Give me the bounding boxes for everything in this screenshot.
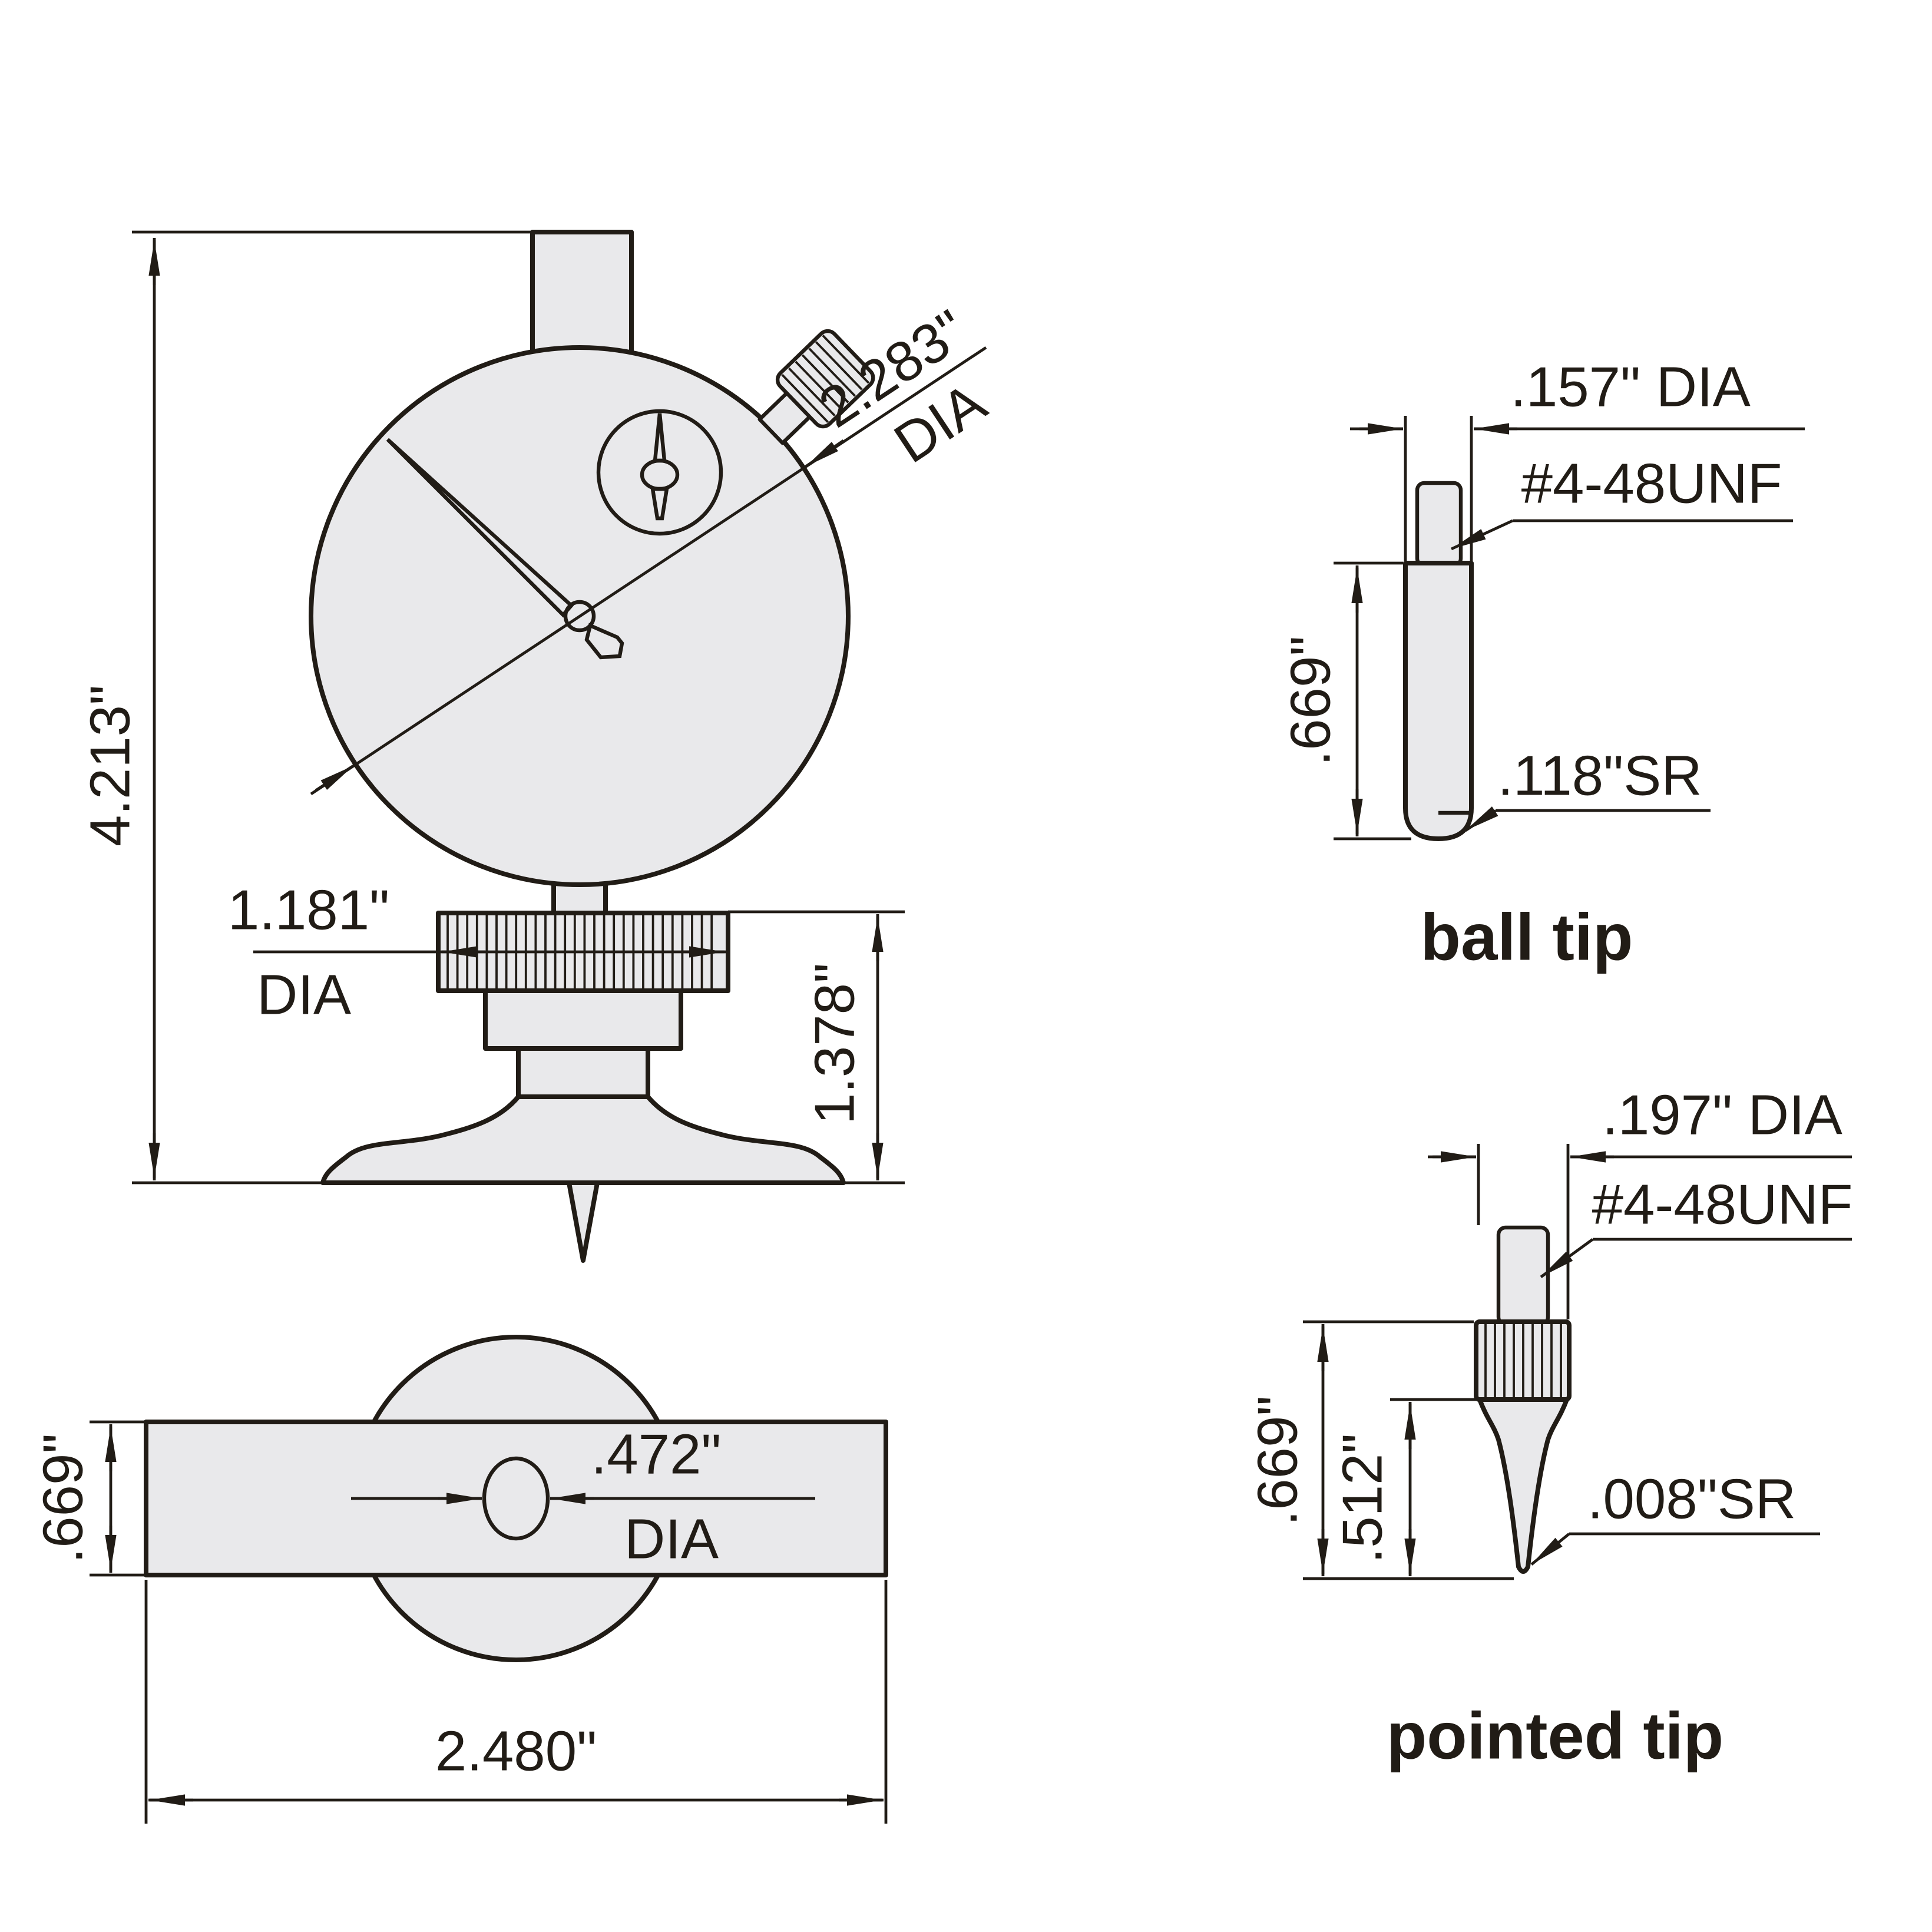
bezel-clamp-knob (757, 329, 875, 445)
clamp-diameter-unit-label: DIA (257, 963, 351, 1026)
ball-tip-thread-value: #4-48UNF (1521, 452, 1782, 515)
ball-radius-leader-arrow (1464, 806, 1498, 832)
ball-tip-body (1403, 561, 1474, 841)
point-radius-callout: .008"SR (1530, 1467, 1820, 1566)
pointed-tip-thread-callout: #4-48UNF (1540, 1173, 1853, 1278)
ball-tip-length-dimension: .669" (1279, 561, 1411, 841)
needle-hub (563, 600, 596, 633)
point-length-dimension: .512" (1331, 1398, 1482, 1576)
needle-counterweight (584, 623, 624, 660)
pointed-tip-diameter-dimension: .197" DIA (1428, 1083, 1852, 1319)
overall-height-value: 4.213" (78, 685, 141, 846)
point-radius-leader-arrow (1530, 1533, 1570, 1566)
ball-tip-label: ball tip (1421, 901, 1633, 974)
pointed-thread-leader-arrow (1540, 1238, 1594, 1278)
pointed-tip-diameter-value: .197" DIA (1602, 1083, 1842, 1146)
dial-diameter-arrow-upper (805, 439, 845, 468)
pointed-tip-detail: .197" DIA #4-48UNF .669" .512" .008 (1246, 1083, 1852, 1772)
ball-tip-length-value: .669" (1279, 636, 1342, 766)
sub-dial-ring (596, 409, 723, 536)
overall-height-dimension: 4.213" (78, 230, 537, 1185)
ball-radius-value: .118"SR (1497, 744, 1702, 807)
knob-knurling (781, 335, 870, 424)
gauge-base (320, 1094, 846, 1185)
base-width-value: .669" (31, 1434, 94, 1564)
pointed-tip-knurled-collar (1474, 1319, 1572, 1402)
base-length-dimension: 2.480" (144, 1580, 888, 1824)
column-lower-block (516, 1046, 650, 1099)
pointed-tip-cone (1477, 1397, 1569, 1574)
base-height-value: 1.378" (803, 963, 866, 1124)
base-height-dimension: 1.378" (728, 910, 905, 1185)
revolution-counter-dial (596, 409, 723, 536)
pointed-tip-length-dimension: .669" (1246, 1320, 1514, 1580)
ball-tip-detail: .157" DIA #4-48UNF .669" .118"SR ball ti… (1279, 355, 1805, 974)
ball-tip-diameter-value: .157" DIA (1510, 355, 1751, 418)
hole-diameter-unit-label: DIA (624, 1507, 719, 1570)
collar-knurling (1484, 1324, 1562, 1397)
ball-tip-thread-callout: #4-48UNF (1450, 452, 1793, 551)
hole-diameter-dimension: .472" DIA (351, 1422, 815, 1570)
dial-diameter-line (310, 346, 987, 796)
point-radius-value: .008"SR (1587, 1467, 1796, 1530)
clamp-diameter-dimension: 1.181" DIA (228, 878, 726, 1026)
column-upper-block (483, 988, 683, 1051)
ball-tip-thread-stud (1415, 481, 1463, 568)
pointed-tip-label: pointed tip (1387, 1699, 1723, 1773)
base-width-dimension: .669" (31, 1420, 146, 1577)
main-pointer (386, 438, 624, 660)
base-plan-rectangle (144, 1420, 888, 1577)
pointed-tip-length-value: .669" (1246, 1396, 1309, 1526)
point-length-value: .512" (1331, 1434, 1394, 1564)
base-length-value: 2.480" (435, 1719, 597, 1782)
ball-tip-diameter-dimension: .157" DIA (1350, 355, 1805, 561)
base-bottom-view: .472" DIA .669" 2.480" (31, 1335, 888, 1824)
contact-hole (482, 1456, 550, 1541)
contact-point (567, 1180, 600, 1263)
ball-thread-leader-arrow (1450, 519, 1514, 551)
pointed-tip-thread-value: #4-48UNF (1592, 1173, 1853, 1236)
sub-dial-counterweight (650, 487, 669, 521)
clamp-diameter-value: 1.181" (228, 878, 389, 941)
main-view: 2.283" DIA 4.213" (78, 230, 997, 1263)
dial-diameter-arrow-lower (315, 764, 355, 792)
hole-diameter-value: .472" (591, 1422, 722, 1486)
ball-radius-callout: .118"SR (1464, 744, 1711, 832)
